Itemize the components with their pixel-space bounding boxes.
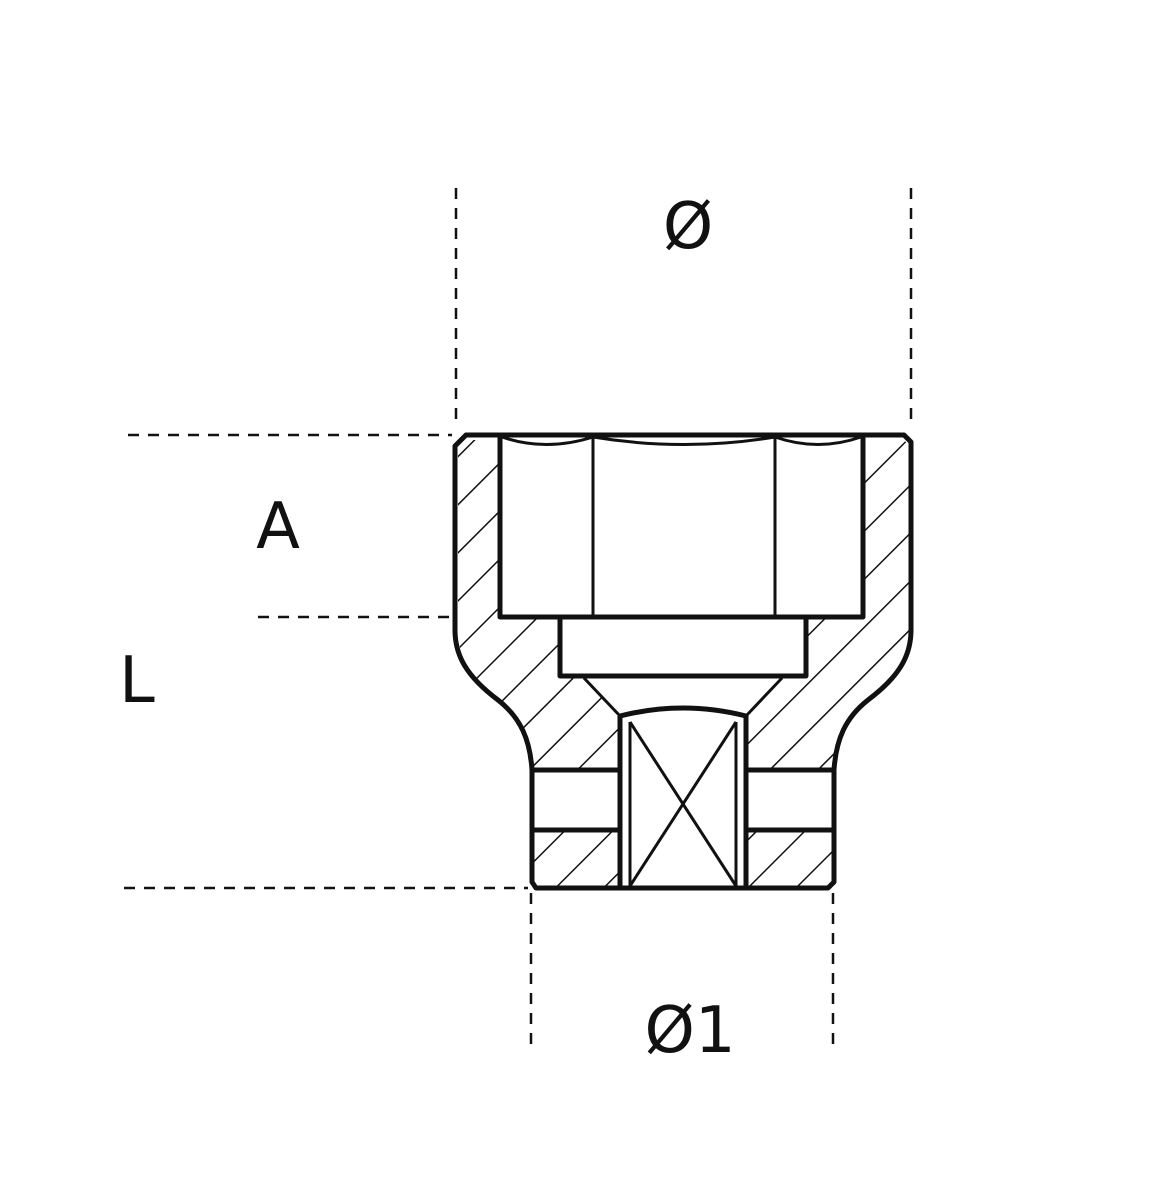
dimension-labels: Ø A L Ø1 bbox=[119, 190, 735, 1068]
cross-hole-right bbox=[746, 767, 834, 833]
right-upper-wall-hatch bbox=[863, 440, 911, 610]
hex-arc-left bbox=[501, 435, 594, 446]
label-outer-diameter: Ø bbox=[663, 190, 713, 264]
hex-arc-right bbox=[774, 435, 862, 446]
hex-cavity bbox=[497, 437, 866, 620]
dimension-lines bbox=[124, 188, 913, 1045]
section-hatching bbox=[458, 440, 911, 888]
socket-outline bbox=[452, 432, 914, 891]
counterbore bbox=[557, 619, 809, 679]
hex-arc-center bbox=[592, 435, 776, 446]
label-socket-depth: A bbox=[256, 490, 300, 564]
cross-hole-left bbox=[532, 767, 620, 833]
outer-profile bbox=[452, 432, 914, 891]
right-lower-block-hatch bbox=[746, 830, 834, 888]
left-upper-wall-hatch bbox=[458, 440, 500, 617]
square-drive bbox=[617, 705, 749, 888]
right-shoulder-hatch bbox=[746, 610, 911, 770]
left-shoulder-hatch bbox=[458, 610, 620, 770]
drive-diagonal-2 bbox=[628, 721, 738, 887]
left-lower-block-hatch bbox=[532, 830, 620, 888]
counterbore-chamfer bbox=[582, 676, 784, 718]
label-drive-diameter: Ø1 bbox=[644, 994, 735, 1068]
label-overall-length: L bbox=[119, 644, 155, 718]
